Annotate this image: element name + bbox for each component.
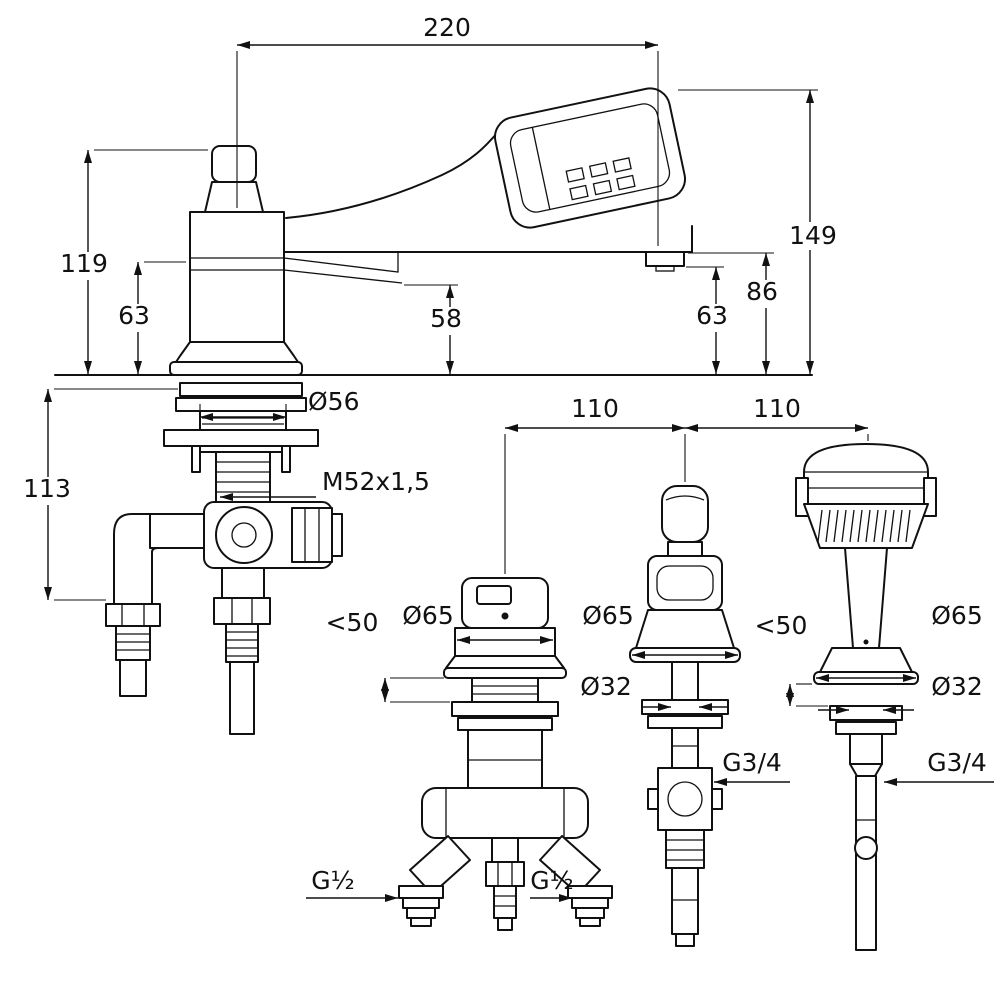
label-113: 113 [23,474,71,503]
label-g12-right: G½ [530,866,574,895]
label-m52: M52x1,5 [322,467,430,496]
label-110-left: 110 [571,394,619,423]
faucet-handle [204,145,264,213]
label-110-right: 110 [753,394,801,423]
mixer-component-view [398,577,613,931]
label-63-right: 63 [696,301,728,330]
label-220: 220 [423,13,471,42]
label-g34-shower: G3/4 [927,748,987,777]
label-max50-mixer: <50 [326,608,379,637]
spout [283,131,693,272]
handshower-component-view [795,443,937,951]
spout-outlet [645,251,685,267]
label-58: 58 [430,304,462,333]
label-dia56: Ø56 [308,387,360,416]
main-faucet-view [54,87,813,735]
handshower-cradle-head [494,87,686,229]
label-63-left: 63 [118,301,150,330]
label-dia65-mixer: Ø65 [402,601,454,630]
label-119: 119 [60,249,108,278]
dimension-labels: 220 149 86 63 63 119 58 113 Ø56 M52x1,5 … [20,13,987,895]
mounting-shank [163,382,319,503]
label-149: 149 [789,221,837,250]
label-dia65-shower: Ø65 [931,601,983,630]
faucet-body [189,211,403,343]
extension-lines [54,51,869,707]
escutcheon [169,341,303,376]
label-86: 86 [746,277,778,306]
label-max50-shower: <50 [755,611,808,640]
label-g12-left: G½ [311,866,355,895]
label-g34-handle: G3/4 [722,748,782,777]
label-dia32-shower: Ø32 [931,672,983,701]
label-dia32-handle: Ø32 [580,672,632,701]
spray-face-hatch [817,509,911,543]
valve-body [105,501,343,735]
label-dia65-handle: Ø65 [582,601,634,630]
handle-component-view [629,485,741,947]
